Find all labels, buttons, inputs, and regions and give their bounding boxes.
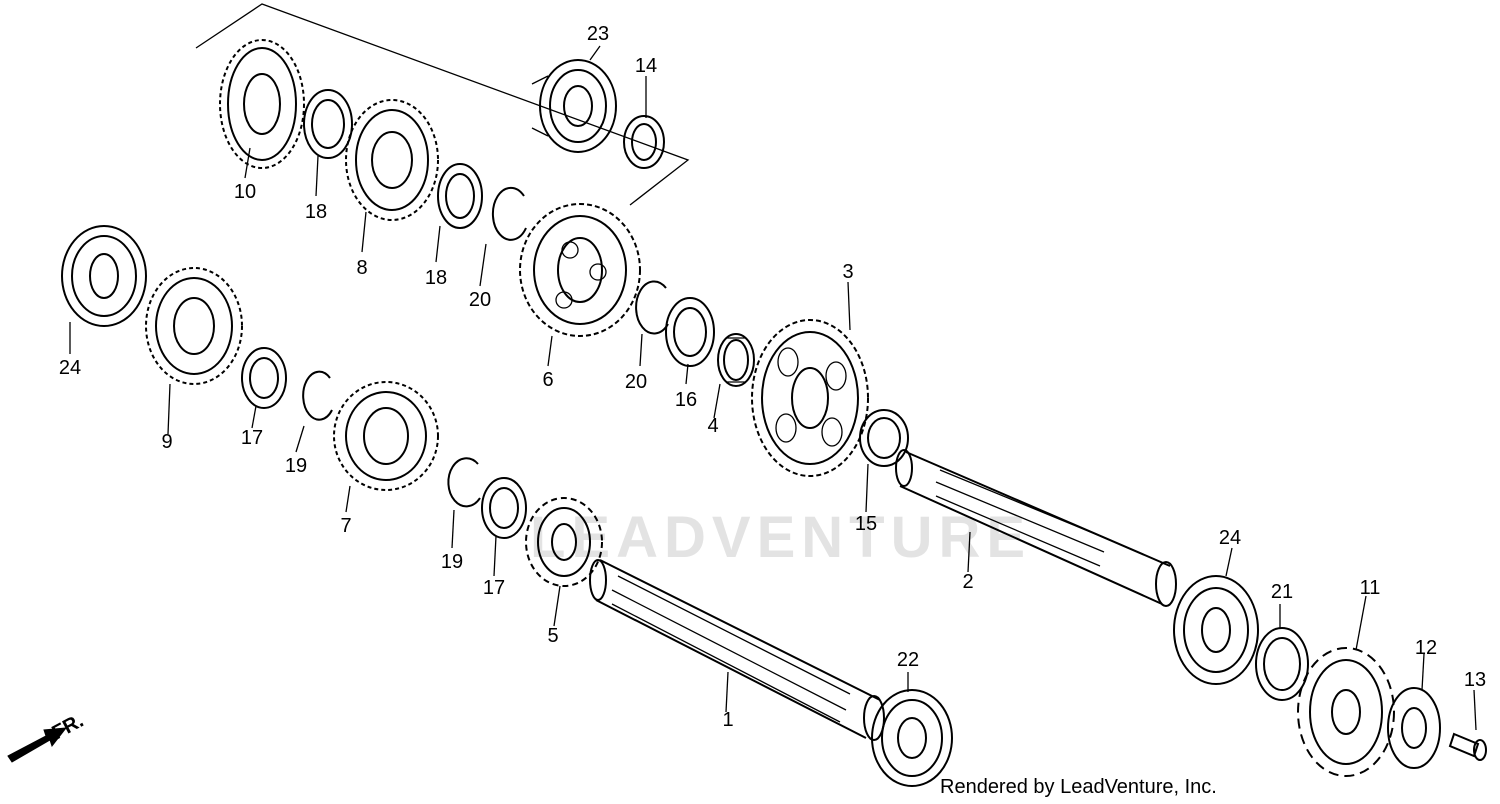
gear-7 — [333, 381, 439, 491]
washer-14 — [623, 115, 665, 169]
washer-17a — [241, 347, 287, 409]
washer-17b — [481, 477, 527, 539]
callout-19a: 19 — [284, 455, 308, 477]
gear-5 — [525, 497, 603, 587]
watermark-text: LEADVENTURE — [530, 505, 1032, 570]
bearing-22 — [871, 689, 953, 787]
callout-5: 5 — [547, 625, 559, 647]
gear-3 — [751, 319, 869, 477]
main-shaft-1 — [589, 559, 885, 741]
leader-lines — [69, 45, 1477, 731]
washer-18b — [437, 163, 483, 229]
credit-text: Rendered by LeadVenture, Inc. — [940, 776, 1217, 798]
callout-22: 22 — [896, 649, 920, 671]
callout-19b: 19 — [440, 551, 464, 573]
callout-23: 23 — [586, 23, 610, 45]
counter-shaft-2 — [895, 449, 1177, 607]
callout-24a: 24 — [58, 357, 82, 379]
callout-7: 7 — [340, 515, 352, 537]
bolt-13 — [1448, 732, 1487, 761]
gear-9 — [145, 267, 243, 385]
callout-4: 4 — [707, 415, 719, 437]
group-bracket — [195, 3, 690, 206]
callout-6: 6 — [542, 369, 554, 391]
circlip-19a — [302, 370, 333, 421]
washer-18a — [303, 89, 353, 159]
circlip-19b — [447, 457, 481, 508]
callout-21: 21 — [1270, 581, 1294, 603]
callout-17a: 17 — [240, 427, 264, 449]
sprocket-11 — [1297, 647, 1395, 777]
oil-seal-21 — [1255, 627, 1309, 701]
gear-10 — [219, 39, 305, 169]
bearing-24b — [1173, 575, 1259, 685]
front-arrow-icon — [7, 727, 68, 763]
callout-3: 3 — [842, 261, 854, 283]
washer-15 — [859, 409, 909, 467]
fixing-plate-12 — [1387, 687, 1441, 769]
callout-8: 8 — [356, 257, 368, 279]
callout-13: 13 — [1463, 669, 1487, 691]
callout-1: 1 — [722, 709, 734, 731]
callout-17b: 17 — [482, 577, 506, 599]
circlip-20a — [491, 186, 527, 241]
bearing-23 — [531, 59, 617, 153]
callout-20a: 20 — [468, 289, 492, 311]
callout-16: 16 — [674, 389, 698, 411]
callout-20b: 20 — [624, 371, 648, 393]
callout-11: 11 — [1359, 577, 1381, 599]
gear-6 — [519, 203, 641, 337]
callout-9: 9 — [161, 431, 173, 453]
callout-24b: 24 — [1218, 527, 1242, 549]
callout-10: 10 — [233, 181, 257, 203]
callout-15: 15 — [854, 513, 878, 535]
callout-18b: 18 — [424, 267, 448, 289]
bushing-4 — [717, 333, 755, 387]
callout-12: 12 — [1414, 637, 1438, 659]
washer-16 — [665, 297, 715, 367]
bearing-24a — [61, 225, 147, 327]
callout-2: 2 — [962, 571, 974, 593]
callout-14: 14 — [634, 55, 658, 77]
gear-8 — [345, 99, 439, 221]
callout-18a: 18 — [304, 201, 328, 223]
circlip-20b — [635, 280, 669, 335]
